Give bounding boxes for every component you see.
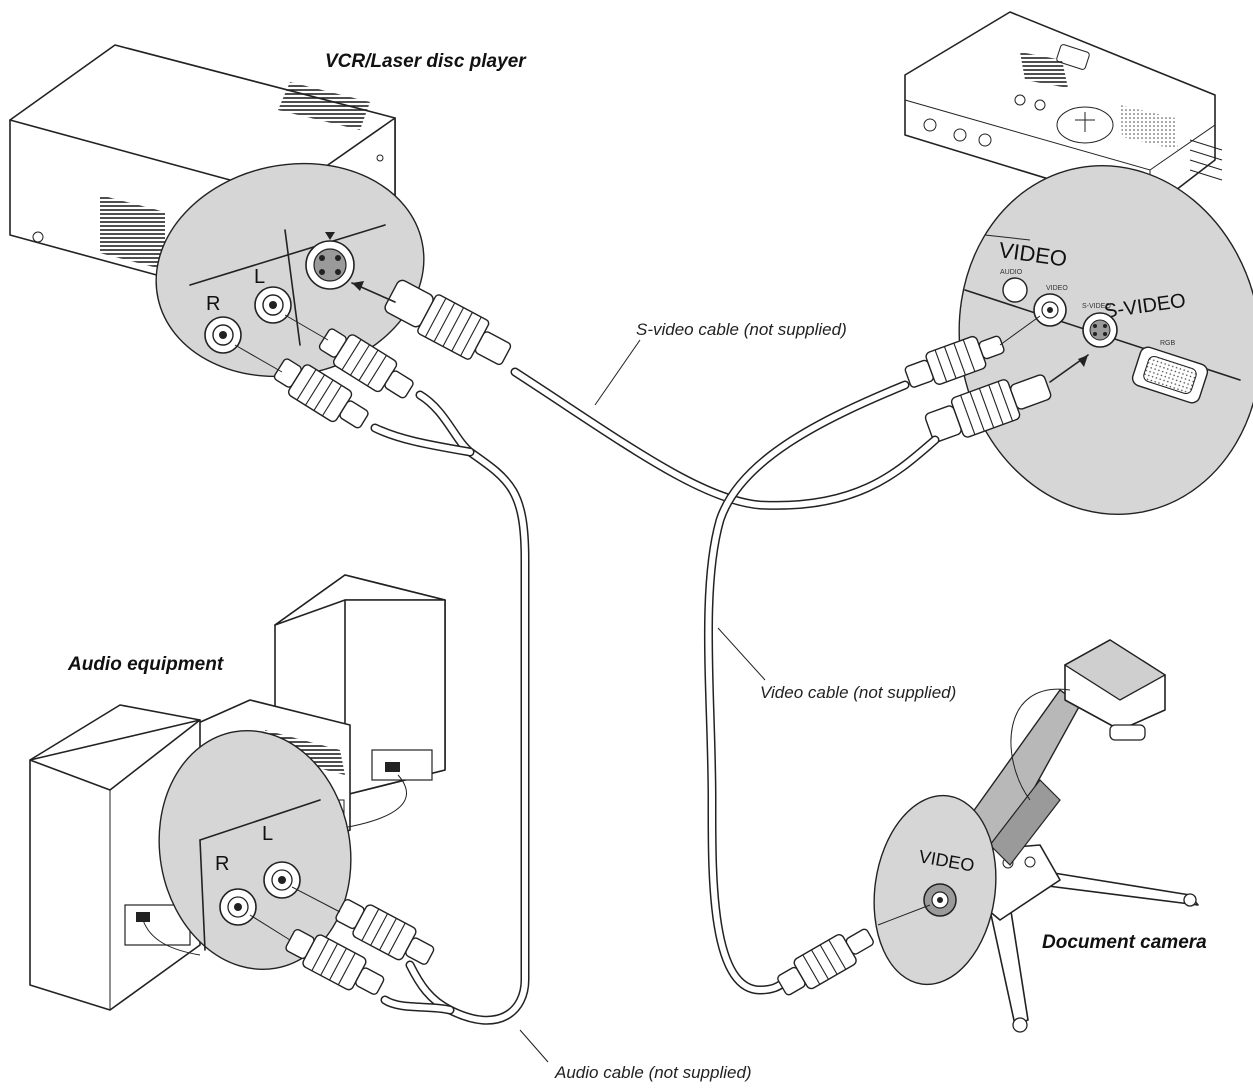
projector-label-audio-small: AUDIO [1000, 269, 1023, 276]
projector-video-plug [904, 335, 1005, 388]
camera-video-jack [923, 883, 957, 917]
projector-audio-jack [1002, 277, 1028, 303]
label-video-cable: Video cable (not supplied) [760, 683, 956, 702]
projector-vent [1020, 52, 1068, 88]
audio-jack-r [219, 888, 257, 926]
speaker-right-terminal [385, 762, 400, 772]
speaker-left-terminal [136, 912, 150, 922]
vcr-label-l: L [254, 266, 265, 288]
vcr-power-button [32, 231, 44, 243]
audio-label-r: R [215, 853, 229, 875]
vcr-label-r: R [206, 293, 220, 315]
label-audio-cable: Audio cable (not supplied) [554, 1063, 752, 1082]
audio-zoom-panel [158, 729, 352, 971]
vcr-front-vent [100, 195, 165, 270]
audio-plug-l [335, 898, 435, 965]
audio-jack-l [263, 861, 301, 899]
s-video-cable [510, 367, 940, 510]
vcr-s-video-plug [384, 279, 512, 366]
vcr-top-vent [278, 82, 370, 130]
projector-label-s-video-small: S-VIDEO [1082, 303, 1111, 310]
projector-video-jack [1033, 293, 1067, 327]
s-video-cable-leader [594, 339, 641, 406]
label-s-video-cable: S-video cable (not supplied) [636, 320, 847, 339]
audio-plug-r [285, 928, 385, 995]
video-cable [703, 380, 910, 995]
vcr-audio-plug-r [273, 358, 369, 429]
camera-video-plug [777, 928, 874, 996]
projector-speaker [1120, 105, 1178, 150]
audio-equipment: R L [29, 574, 446, 1011]
vcr-jack-l [254, 286, 292, 324]
projector-s-video-plug [924, 374, 1052, 443]
projector-label-rgb-small: RGB [1160, 340, 1176, 347]
label-audio-equipment: Audio equipment [67, 654, 224, 675]
label-document-camera: Document camera [1042, 932, 1207, 953]
label-vcr: VCR/Laser disc player [325, 51, 527, 72]
projector: VIDEO S-VIDEO AUDIO VIDEO S-VIDEO RGB [904, 11, 1253, 515]
vcr-audio-plug-l [318, 328, 414, 399]
audio-label-l: L [262, 823, 273, 845]
projector-label-video-small: VIDEO [1046, 285, 1068, 292]
vcr-s-video-jack [305, 232, 355, 290]
projector-control-pad [1056, 106, 1114, 144]
vcr-jack-r [204, 316, 242, 354]
audio-cable [370, 390, 530, 1025]
projector-s-video-jack [1082, 312, 1118, 348]
audio-cable-leader [519, 1029, 549, 1063]
video-cable-leader [717, 627, 766, 681]
document-camera: VIDEO [873, 639, 1199, 1033]
vcr-player: R L [9, 44, 425, 378]
projector-rgb-port [1131, 346, 1209, 404]
